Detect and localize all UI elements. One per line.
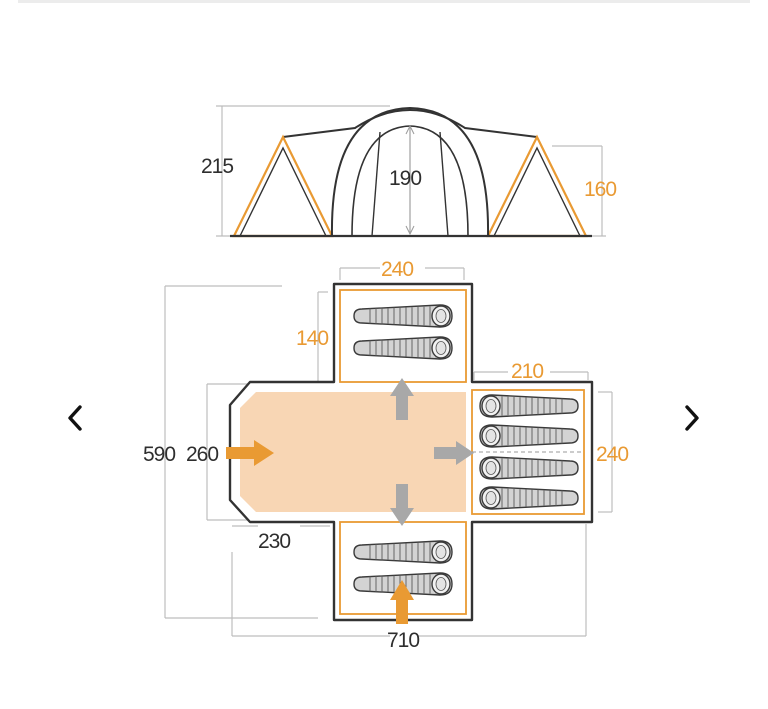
arrow-to-top-bedroom: [390, 378, 414, 420]
sleeping-bag: [479, 486, 579, 510]
next-image-button[interactable]: [672, 398, 712, 438]
front-entrance-arrow: [226, 440, 274, 466]
sleeping-bag: [353, 304, 453, 328]
previous-image-button[interactable]: [55, 398, 95, 438]
floor-plan: 240 140 210 240 590 260 230 710: [143, 258, 629, 652]
sleeping-bag: [479, 424, 579, 448]
dim-side-end-height: 160: [584, 178, 616, 201]
living-area-floor: [240, 392, 466, 512]
top-bedroom: [339, 289, 467, 383]
dim-total-width: 710: [387, 629, 419, 652]
sleeping-bag: [353, 540, 453, 564]
dim-living-width: 260: [186, 443, 218, 466]
dim-right-pod-width: 240: [596, 443, 628, 466]
side-elevation: 215 190 160: [201, 105, 617, 238]
chevron-right-icon: [685, 405, 699, 431]
sleeping-bag: [479, 456, 579, 480]
dim-side-inner-height: 190: [389, 167, 421, 190]
dim-side-total-height: 215: [201, 155, 233, 178]
dim-total-length: 590: [143, 443, 175, 466]
arrow-to-right-bedroom: [434, 441, 474, 465]
left-end-frame: [232, 134, 334, 238]
chevron-left-icon: [68, 405, 82, 431]
right-end-frame: [486, 134, 588, 238]
tent-side-outline: [282, 109, 538, 138]
dim-living-depth: 230: [258, 530, 290, 553]
plan-dimension-lines: [164, 267, 613, 637]
top-divider: [18, 0, 750, 3]
bottom-entrance-arrow: [390, 580, 414, 624]
dim-top-pod-width: 240: [381, 258, 413, 281]
sleeping-bag: [353, 336, 453, 360]
dim-top-pod-depth: 140: [296, 327, 328, 350]
dim-right-pod-depth: 210: [511, 360, 543, 383]
center-hoop-outer: [330, 106, 490, 237]
arrow-to-bottom-bedroom: [390, 484, 414, 526]
sleeping-bag: [479, 394, 579, 418]
